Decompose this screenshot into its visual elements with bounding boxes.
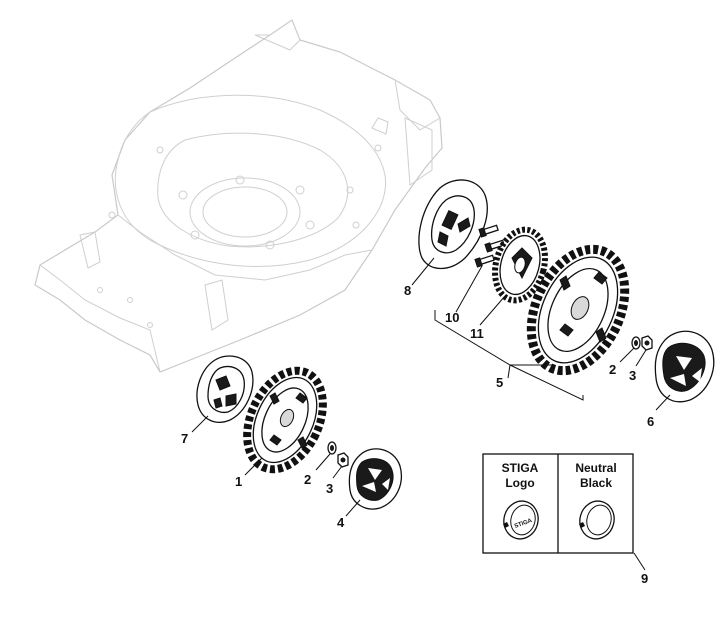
stiga-logo-cap: STIGA	[503, 500, 539, 540]
stiga-logo-title: STIGA	[502, 461, 539, 475]
rear-hub-cover	[418, 179, 488, 270]
callout-3: 3	[629, 368, 636, 383]
front-hubcap	[348, 448, 402, 510]
rear-nut	[641, 335, 653, 351]
mower-deck	[34, 19, 443, 373]
callout-8: 8	[404, 283, 411, 298]
callout-3: 3	[326, 481, 333, 496]
callout-4: 4	[337, 515, 345, 530]
callout-labels: 1 2 3 4 5 6 7 8 2 3 9 10 11	[181, 283, 654, 586]
callout-5: 5	[496, 375, 503, 390]
rear-hubcap	[654, 330, 715, 403]
neutral-black-title: Neutral	[575, 461, 616, 475]
front-nut	[337, 452, 349, 468]
neutral-black-subtitle: Black	[580, 476, 612, 490]
callout-2: 2	[609, 362, 616, 377]
stiga-logo-subtitle: Logo	[505, 476, 534, 490]
callout-7: 7	[181, 431, 188, 446]
callout-6: 6	[647, 414, 654, 429]
gear-ring	[492, 226, 548, 304]
front-hub-cover	[196, 355, 254, 423]
rear-washer	[631, 336, 641, 350]
front-wheel	[243, 366, 327, 474]
callout-10: 10	[445, 310, 459, 325]
callout-1: 1	[235, 474, 242, 489]
callout-9: 9	[641, 571, 648, 586]
neutral-black-cap	[579, 500, 615, 540]
callout-11: 11	[470, 326, 484, 341]
front-washer	[327, 441, 337, 455]
callout-2: 2	[304, 472, 311, 487]
rear-wheel	[526, 244, 630, 376]
bolts	[474, 224, 505, 268]
leader-lines	[191, 257, 671, 571]
cap-variant-table: STIGA Logo Neutral Black STIGA	[482, 453, 634, 554]
